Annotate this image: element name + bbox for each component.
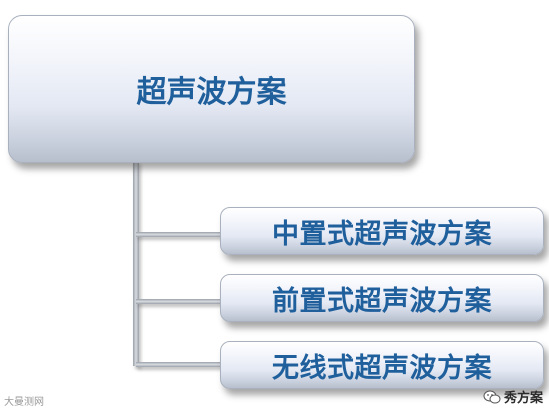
watermark-left: 大曼测网 (4, 393, 44, 408)
wechat-icon (483, 390, 501, 403)
child-node-label: 前置式超声波方案 (272, 285, 492, 317)
child-node-label: 无线式超声波方案 (272, 352, 492, 384)
child-node-front-mounted: 前置式超声波方案 (220, 274, 544, 322)
branch-connector-2 (136, 299, 222, 304)
root-node: 超声波方案 (8, 15, 415, 163)
watermark-right-text: 秀方案 (503, 391, 543, 406)
watermark-left-text: 大曼测网 (4, 397, 44, 408)
branch-connector-3 (136, 362, 222, 367)
watermark-right: 秀方案 (483, 387, 543, 406)
branch-connector-1 (136, 232, 222, 237)
child-node-label: 中置式超声波方案 (272, 218, 492, 250)
child-node-center-mounted: 中置式超声波方案 (220, 207, 544, 255)
child-node-wireless: 无线式超声波方案 (220, 341, 544, 389)
tree-trunk-connector (133, 161, 139, 366)
root-node-label: 超声波方案 (136, 75, 287, 110)
